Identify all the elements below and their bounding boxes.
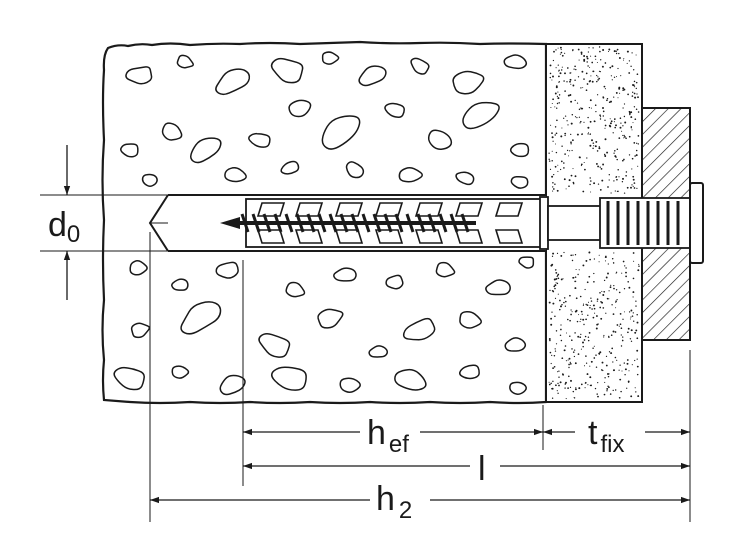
label-d0: d0 — [48, 206, 80, 248]
extension-lines — [149, 232, 691, 522]
label-l: l — [478, 450, 486, 488]
screw — [220, 213, 476, 233]
concrete-aggregates — [113, 51, 535, 396]
screw-tip — [220, 217, 240, 229]
anchor-collar — [539, 182, 704, 264]
dimension-l: l — [243, 450, 690, 488]
anchor-head — [689, 182, 704, 264]
plaster-stipple — [548, 46, 640, 400]
dimension-d0: d0 — [40, 145, 168, 300]
